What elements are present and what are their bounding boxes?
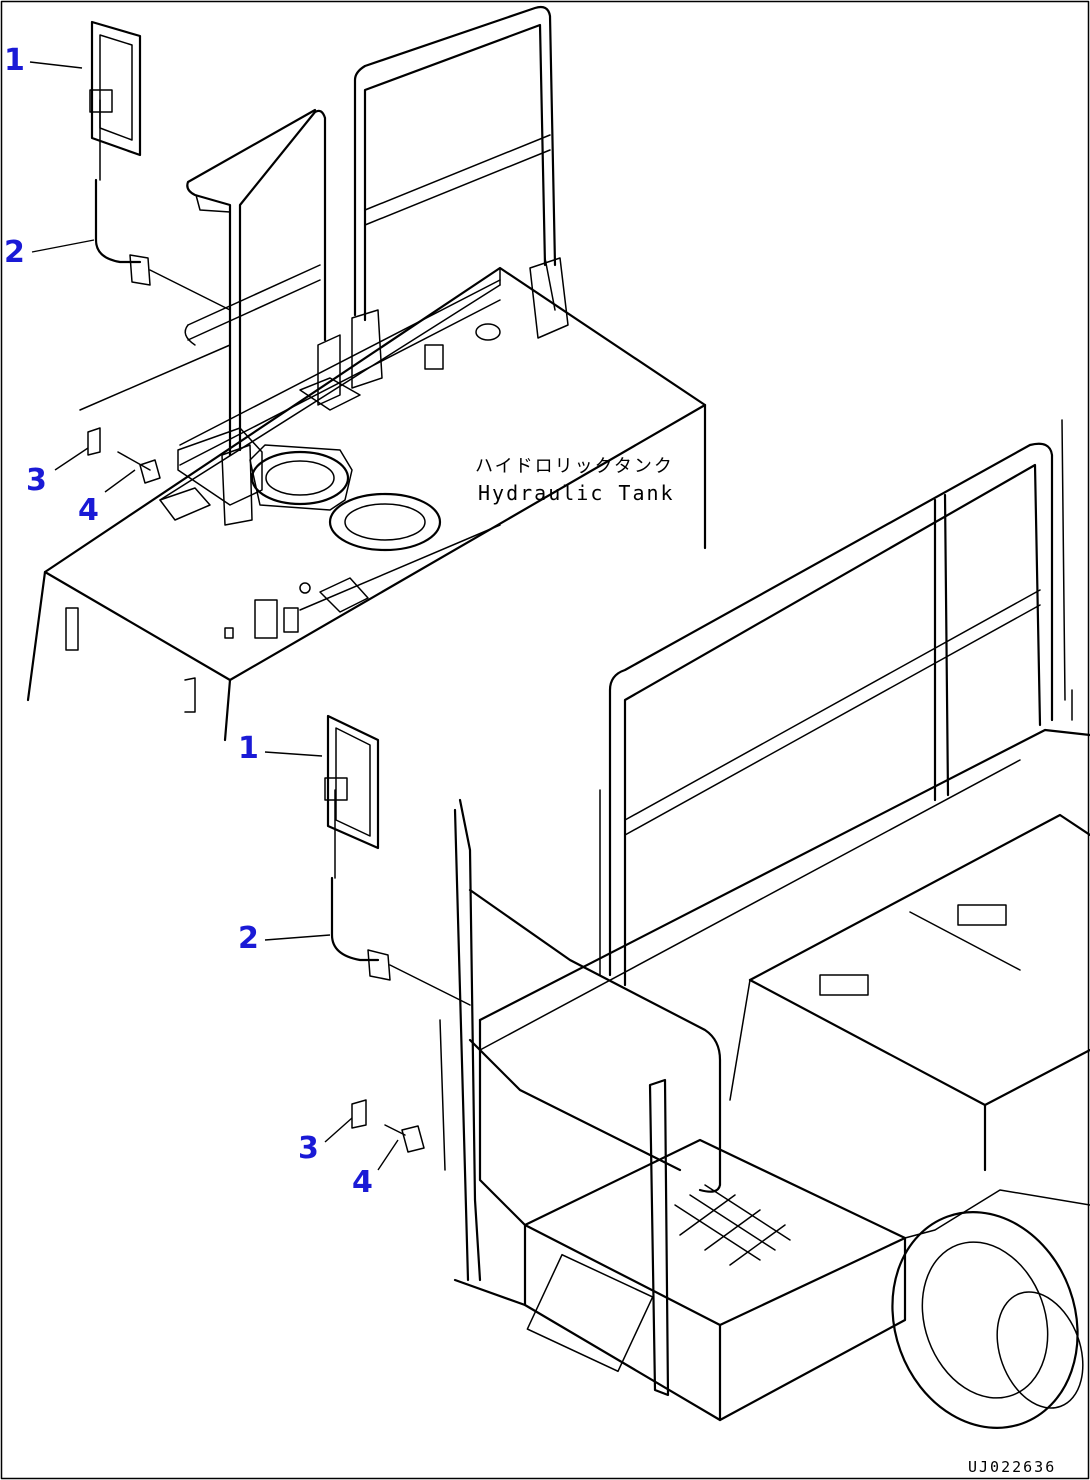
callout-1-mirror-upper: 1	[4, 43, 25, 78]
callout-1-mirror-lower: 1	[238, 731, 259, 766]
lower-handrail	[599, 419, 1073, 987]
upper-bracket-bolt	[87, 427, 161, 484]
hydraulic-tank	[26, 266, 707, 742]
tank-label-english: Hydraulic Tank	[478, 481, 675, 505]
callout-4-bolt-upper: 4	[78, 493, 99, 528]
drawing-code: UJ022636	[968, 1458, 1057, 1476]
leader-lines	[29, 61, 399, 1171]
upper-handrail	[184, 5, 569, 526]
lower-mirror-stay	[330, 876, 471, 1006]
lower-mirror	[324, 714, 380, 879]
callout-2-stay-lower: 2	[238, 921, 259, 956]
callout-3-bracket-upper: 3	[26, 463, 47, 498]
callout-3-bracket-lower: 3	[298, 1131, 319, 1166]
upper-mirror-stay	[94, 178, 231, 311]
upper-mirror	[89, 20, 142, 181]
callout-4-bolt-lower: 4	[352, 1165, 373, 1200]
lower-bracket-bolt	[351, 1099, 425, 1153]
tank-label-japanese: ハイドロリックタンク	[475, 456, 674, 477]
callout-2-stay-upper: 2	[4, 235, 25, 270]
machine-body	[439, 728, 1090, 1429]
